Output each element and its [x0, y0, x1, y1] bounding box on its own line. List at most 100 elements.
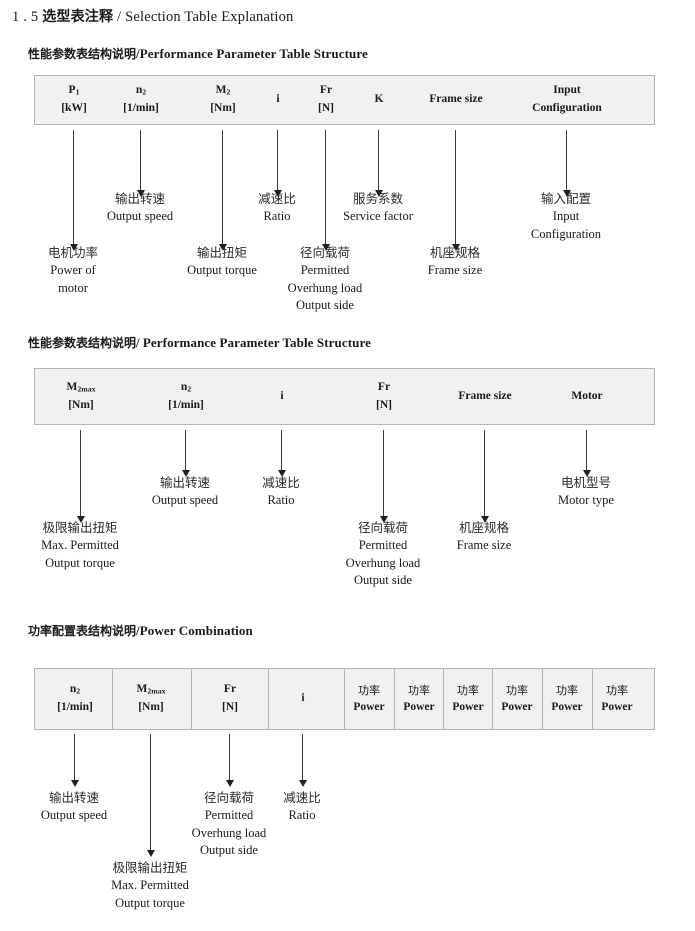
table-column-divider	[112, 669, 113, 729]
column-annotation-en: Frame size	[456, 537, 512, 552]
table-column-divider	[443, 669, 444, 729]
table-column-divider	[592, 669, 593, 729]
column-annotation-cn: 径向载荷	[203, 790, 254, 805]
section-2-heading-en: Performance Parameter Table Structure	[142, 335, 371, 350]
table-header-cell-label-cn: 功率	[506, 683, 528, 697]
annotation-arrow	[562, 130, 571, 197]
table-header-cell-unit: Power	[353, 700, 385, 713]
section-1-heading-cn: 性能参数表结构说明	[28, 47, 137, 61]
arrow-shaft	[73, 130, 74, 244]
column-annotation-en: Ratio	[263, 208, 291, 223]
column-annotation-cn: 机座规格	[458, 520, 509, 535]
table-header-cell-label: i	[301, 692, 305, 705]
table-header-cell-label: M2	[215, 84, 231, 97]
table-header-cell-unit: [1/min]	[123, 102, 159, 114]
column-annotation-en: Overhung load	[191, 825, 267, 840]
arrow-head-icon	[76, 516, 85, 523]
arrow-shaft	[74, 734, 75, 780]
column-annotation-en: Max. Permitted	[41, 537, 119, 552]
table-header-cell-label: Frame size	[458, 389, 512, 402]
table-header-cell-label: n2	[69, 683, 81, 696]
column-annotation-cn: 极限输出扭矩	[42, 520, 118, 535]
column-annotation-en: Output torque	[115, 895, 185, 910]
table-header-cell-label: K	[374, 93, 384, 106]
annotation-arrow	[277, 430, 286, 477]
column-annotation-en: Max. Permitted	[111, 877, 189, 892]
table-header-cell: M2 [Nm]	[181, 76, 265, 124]
arrow-shaft	[80, 430, 81, 516]
column-annotation-en: Output side	[354, 573, 412, 588]
section-3-heading-sep: /	[136, 623, 140, 638]
table-column-divider	[394, 669, 395, 729]
table-header-cell-label: Input	[553, 84, 581, 97]
table-header-cell: Fr [N]	[296, 76, 356, 124]
table-header-cell: Frame size	[430, 369, 540, 424]
table-header-cell-unit: [1/min]	[168, 398, 204, 411]
annotation-arrow	[69, 130, 78, 251]
table-header-cell-unit: [N]	[376, 398, 392, 411]
arrow-head-icon	[136, 190, 145, 197]
arrow-head-icon	[379, 516, 388, 523]
table-header-cell-unit: [Nm]	[210, 102, 236, 114]
column-annotation-cn: 径向载荷	[357, 520, 408, 535]
annotation-arrow	[146, 734, 155, 857]
column-annotation-en: Overhung load	[345, 555, 421, 570]
table-header-cell-unit: [N]	[318, 102, 334, 114]
arrow-shaft	[566, 130, 567, 190]
page-title-separator: /	[117, 9, 122, 25]
annotation-arrow	[273, 130, 282, 197]
arrow-shaft	[281, 430, 282, 470]
table-header-cell-unit: [1/min]	[57, 701, 93, 713]
column-annotation-cn: 电机型号	[560, 475, 611, 490]
arrow-shaft	[383, 430, 384, 516]
table-header-cell-label-cn: 功率	[358, 683, 380, 697]
table-header-cell: P1[kW]	[34, 76, 114, 124]
table-column-divider	[492, 669, 493, 729]
column-annotation-cn: 输出转速	[114, 191, 165, 206]
column-annotation-cn: 减速比	[262, 475, 300, 490]
section-3-heading: 功率配置表结构说明/Power Combination	[28, 622, 253, 639]
section-3-heading-cn: 功率配置表结构说明	[28, 624, 137, 638]
arrow-shaft	[222, 130, 223, 244]
table-header-cell-label-cn: 功率	[606, 683, 628, 697]
table-header-cell: Fr[N]	[196, 669, 264, 729]
table-header-cell-label: Fr	[319, 84, 333, 97]
table-header-cell-label: Frame size	[429, 93, 483, 106]
arrow-shaft	[378, 130, 379, 190]
table-column-divider	[268, 669, 269, 729]
column-annotation-cn: 径向载荷	[299, 245, 350, 260]
column-annotation-en: Power of	[50, 262, 96, 277]
page-title: 1 . 5 选型表注释 / Selection Table Explanatio…	[12, 6, 294, 26]
arrow-shaft	[150, 734, 151, 850]
table-header-cell-label: Fr	[377, 380, 391, 393]
annotation-arrow	[480, 430, 489, 523]
table-column-divider	[344, 669, 345, 729]
table-header-cell-unit: [N]	[222, 701, 238, 713]
column-annotation-cn: 极限输出扭矩	[112, 860, 188, 875]
section-2-heading-sep: /	[136, 335, 140, 350]
column-annotation-en: Permitted	[358, 537, 408, 552]
column-annotation: 机座规格 Frame size	[384, 519, 584, 555]
page-title-en: Selection Table Explanation	[125, 9, 294, 25]
column-annotation-en: Output torque	[187, 262, 257, 277]
annotation-arrow	[181, 430, 190, 477]
arrow-head-icon	[582, 470, 591, 477]
table-header-cell-unit: Configuration	[532, 102, 602, 114]
table-header-cell: i	[258, 76, 298, 124]
column-annotation-cn: 输出扭矩	[196, 245, 247, 260]
column-annotation-cn: 服务系数	[352, 191, 403, 206]
column-annotation-en: Overhung load	[287, 280, 363, 295]
arrow-shaft	[185, 430, 186, 470]
